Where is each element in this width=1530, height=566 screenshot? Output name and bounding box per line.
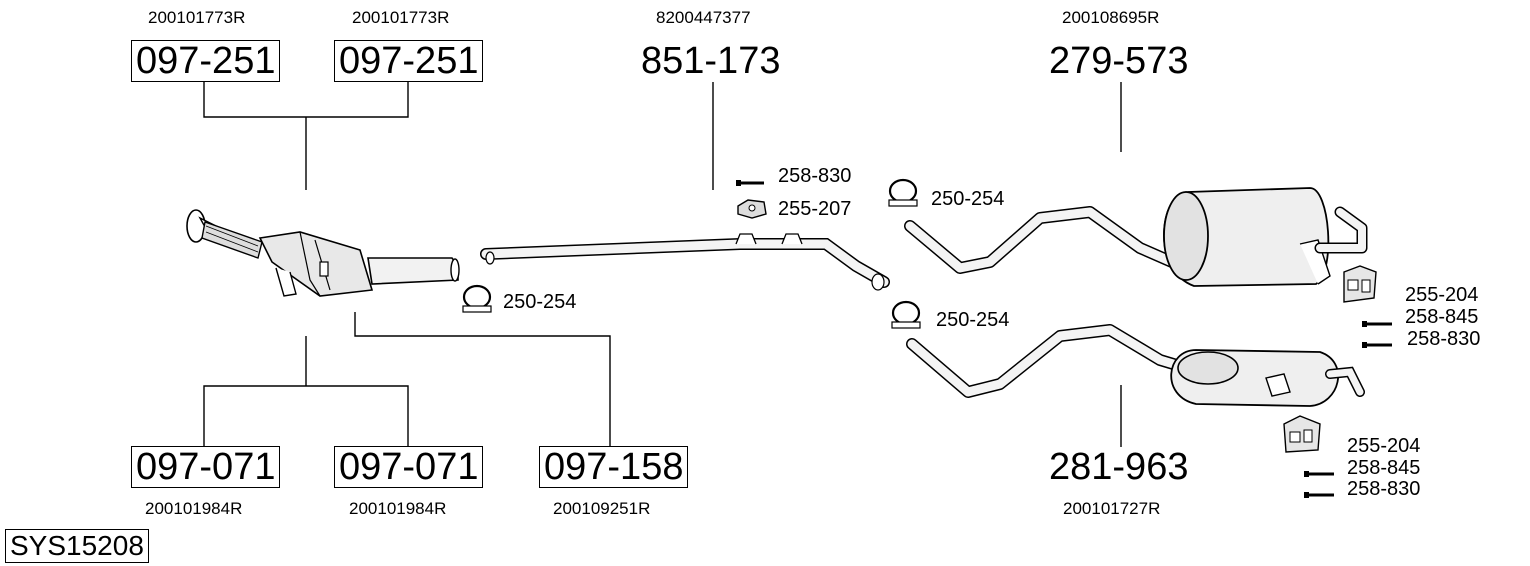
dpf1-oem: 200101984R: [145, 499, 243, 518]
dpf2-oem: 200101984R: [349, 499, 447, 518]
front-pipe-part-number[interactable]: 851-173: [641, 40, 781, 82]
leader-lines: [203, 82, 1122, 447]
dpf2-part-number[interactable]: 097-071: [334, 446, 484, 488]
hanger-a-drawing: [1343, 265, 1377, 303]
hanger-b-drawing: [1283, 415, 1321, 453]
clamp-upper-drawing: [888, 178, 918, 207]
rubber-mount-top-drawing: [737, 199, 767, 219]
dpf1-part-number[interactable]: 097-071: [131, 446, 281, 488]
rear-silencer-lower-drawing: [906, 324, 1365, 407]
cat1-part-number[interactable]: 097-251: [131, 40, 281, 82]
cat1-oem: 200101773R: [148, 8, 246, 27]
front-pipe-oem: 8200447377: [656, 8, 751, 27]
kit-oem: 200109251R: [553, 499, 651, 518]
bolt-a1-label[interactable]: 258-845: [1405, 306, 1479, 328]
clamp-upper-label[interactable]: 250-254: [931, 188, 1005, 210]
clamp-lower-label[interactable]: 250-254: [936, 309, 1010, 331]
rear-silencer-a-part-number[interactable]: 279-573: [1049, 40, 1189, 82]
rear-silencer-a-oem: 200108695R: [1062, 8, 1160, 27]
cat2-oem: 200101773R: [352, 8, 450, 27]
rear-silencer-upper-drawing: [904, 187, 1368, 287]
kit-part-number[interactable]: 097-158: [539, 446, 689, 488]
middle-pipe-drawing: [480, 233, 890, 291]
hanger-a-label[interactable]: 255-204: [1405, 284, 1479, 306]
bolts-b-drawing: [1304, 471, 1334, 498]
bolt-b2-label[interactable]: 258-830: [1347, 478, 1421, 500]
bolt-top-drawing: [736, 180, 764, 186]
system-code: SYS15208: [5, 529, 149, 563]
bolt-b1-label[interactable]: 258-845: [1347, 457, 1421, 479]
clamp-left-label[interactable]: 250-254: [503, 291, 577, 313]
cat2-part-number[interactable]: 097-251: [334, 40, 484, 82]
rubber-top-label[interactable]: 255-207: [778, 198, 852, 220]
catalyst-assembly-drawing: [186, 209, 460, 297]
clamp-left-drawing: [462, 284, 492, 313]
rear-silencer-b-part-number[interactable]: 281-963: [1049, 446, 1189, 488]
hanger-b-label[interactable]: 255-204: [1347, 435, 1421, 457]
rear-silencer-b-oem: 200101727R: [1063, 499, 1161, 518]
bolt-a2-label[interactable]: 258-830: [1407, 328, 1481, 350]
clamp-lower-drawing: [891, 300, 921, 329]
bolt-top-label[interactable]: 258-830: [778, 165, 852, 187]
bolts-a-drawing: [1362, 321, 1392, 348]
